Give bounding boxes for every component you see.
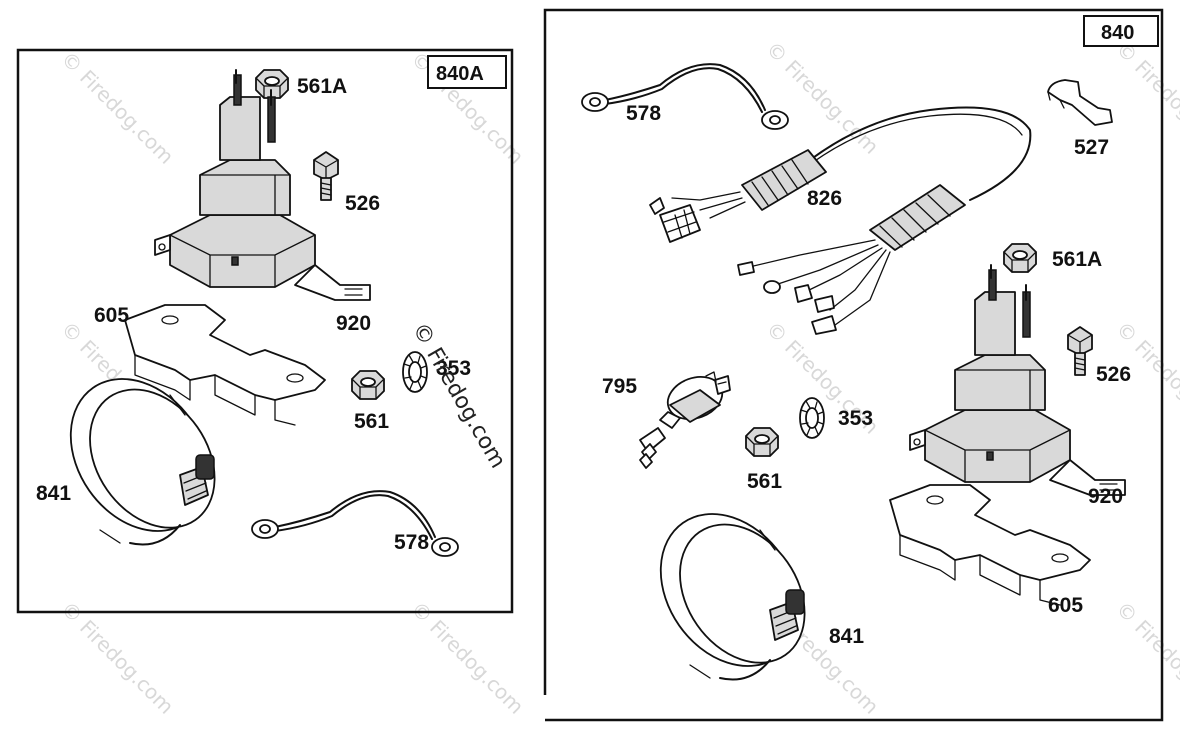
ignition-switch-795 [639,371,731,469]
kit-840-panel: 840 578 527 826 561A [543,8,1164,722]
part-label-561a: 561A [297,75,347,98]
wire-harness-826 [649,106,1032,335]
kit-840a-panel: 840A 561A 920 526 605 353 561 841 578 [16,48,514,614]
part-label-526: 526 [1096,363,1131,386]
watermark-text: © Firedog.com [1111,597,1180,719]
screw-526 [1067,326,1093,376]
part-label-826: 826 [807,187,842,210]
part-label-578: 578 [394,531,429,554]
hose-clamp-841 [41,351,242,559]
part-label-353: 353 [436,357,471,380]
clip-527 [1047,79,1113,126]
starter-solenoid-920 [154,69,371,301]
part-label-526: 526 [345,192,380,215]
kit-label: 840A [436,63,484,85]
part-label-605: 605 [94,304,129,327]
hex-nut-561 [351,370,385,400]
part-label-920: 920 [1088,485,1123,508]
part-label-561: 561 [747,470,782,493]
part-label-578: 578 [626,102,661,125]
watermark-text: © Firedog.com [56,47,178,169]
part-label-561a: 561A [1052,248,1102,271]
part-label-527: 527 [1074,136,1109,159]
part-label-795: 795 [602,375,637,398]
part-label-841: 841 [829,625,864,648]
watermark-main: © Firedog.com [407,319,510,473]
part-label-605: 605 [1048,594,1083,617]
watermark-text: © Firedog.com [761,37,883,159]
starter-solenoid-920 [909,264,1126,496]
hex-nut-561 [745,427,779,457]
part-label-841: 841 [36,482,71,505]
screw-526 [313,151,339,201]
watermark-text: © Firedog.com [406,597,528,719]
watermark-text: © Firedog.com [56,597,178,719]
bracket-605 [889,484,1091,606]
part-label-561: 561 [354,410,389,433]
ground-wire-578 [581,63,789,130]
watermark-text: © Firedog.com [1111,37,1180,159]
part-label-920: 920 [336,312,371,335]
lock-washer-353 [799,397,825,439]
hex-nut-561a [1003,243,1037,273]
kit-label: 840 [1101,22,1134,44]
hose-clamp-841 [631,486,832,694]
part-label-353: 353 [838,407,873,430]
